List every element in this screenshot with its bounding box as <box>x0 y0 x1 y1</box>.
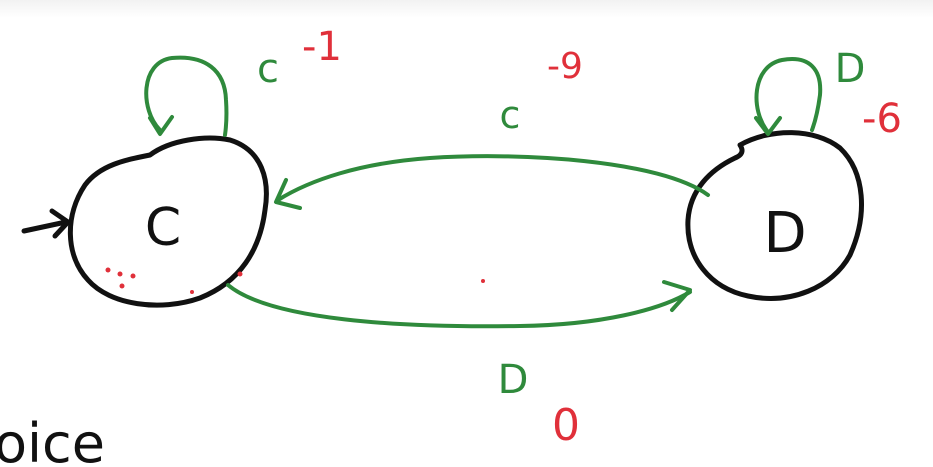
state-d: D <box>685 130 864 301</box>
transition-c-to-d-input: D <box>498 357 529 403</box>
transition-d-to-c-output: -9 <box>547 46 583 87</box>
transition-c-to-d: D 0 <box>226 280 692 451</box>
transition-d-to-c-input: c <box>500 93 521 137</box>
self-loop-c-output: -1 <box>302 24 342 70</box>
start-arrow <box>21 208 71 239</box>
self-loop-d-input: D <box>835 46 866 92</box>
self-loop-d: D -6 <box>754 46 902 142</box>
partial-word: oice <box>0 412 105 467</box>
state-d-label: D <box>763 201 806 266</box>
self-loop-d-output: -6 <box>862 96 902 142</box>
state-c-circle <box>67 135 269 308</box>
transition-d-to-c: c -9 <box>274 46 710 210</box>
state-c: C <box>67 135 485 308</box>
state-d-circle <box>685 130 864 301</box>
self-loop-c-input: c <box>257 46 279 92</box>
red-dots <box>105 267 485 294</box>
self-loop-c: c -1 <box>144 24 342 137</box>
state-c-label: C <box>145 198 181 258</box>
transition-c-to-d-output: 0 <box>552 400 580 451</box>
